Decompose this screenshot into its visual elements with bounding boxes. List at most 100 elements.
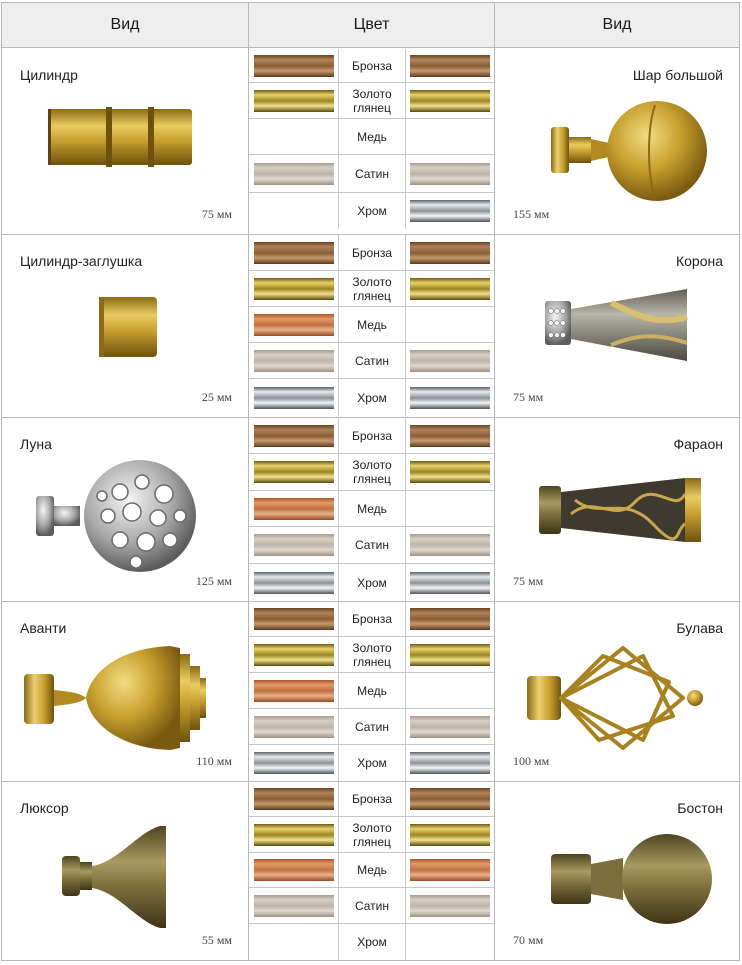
- swatch-left: [254, 679, 334, 702]
- swatch-right: [410, 680, 490, 702]
- color-option-row: Медь: [249, 119, 494, 155]
- product-size: 75 мм: [513, 574, 544, 588]
- swatch-right: [410, 571, 490, 594]
- swatch-left: [254, 571, 334, 594]
- swatch-left: [254, 752, 334, 774]
- row-divider: [2, 781, 739, 782]
- swatch-left: [254, 126, 334, 148]
- color-label: Бронза: [338, 782, 406, 816]
- swatch-right: [410, 424, 490, 447]
- swatch-right: [410, 200, 490, 222]
- color-option-row: Медь: [249, 491, 494, 527]
- color-option-row: Сатин: [249, 709, 494, 745]
- product-size: 55 мм: [201, 933, 232, 947]
- color-label: Бронза: [338, 602, 406, 636]
- swatch-right: [410, 643, 490, 666]
- swatch-right: [410, 498, 490, 520]
- swatch-left: [254, 894, 334, 917]
- row-divider: [2, 234, 739, 235]
- swatch-left: [254, 788, 334, 810]
- swatch-right: [410, 386, 490, 409]
- avanti-finial-icon: [24, 646, 206, 750]
- swatch-left: [254, 277, 334, 300]
- swatch-right: [410, 162, 490, 185]
- color-label: Хром: [338, 564, 406, 601]
- product-size: 70 мм: [513, 933, 544, 947]
- header-view-right: Вид: [495, 3, 739, 48]
- color-label: Золото глянец: [338, 271, 406, 306]
- swatch-left: [254, 534, 334, 556]
- color-label: Сатин: [338, 709, 406, 744]
- color-label: Золото глянец: [338, 817, 406, 852]
- swatch-right: [410, 534, 490, 556]
- color-option-row: Хром: [249, 193, 494, 229]
- color-label: Сатин: [338, 343, 406, 378]
- color-label: Золото глянец: [338, 83, 406, 118]
- product-cell-right: Фараон 75 мм: [495, 418, 739, 601]
- product-name: Корона: [675, 253, 723, 269]
- swatch-right: [410, 461, 490, 483]
- swatch-right: [410, 894, 490, 917]
- color-option-row: Хром: [249, 379, 494, 416]
- column-divider: [248, 3, 249, 960]
- color-option-row: Золото глянец: [249, 271, 494, 307]
- swatch-left: [254, 313, 334, 336]
- color-option-row: Бронза: [249, 49, 494, 83]
- swatch-right: [410, 823, 490, 846]
- color-label: Сатин: [338, 888, 406, 923]
- color-option-row: Бронза: [249, 235, 494, 271]
- product-name: Цилиндр-заглушка: [20, 253, 143, 269]
- swatch-left: [254, 54, 334, 77]
- color-option-row: Сатин: [249, 343, 494, 379]
- boston-finial-icon: [551, 834, 712, 924]
- large-ball-finial-icon: [551, 101, 707, 201]
- color-option-row: Сатин: [249, 527, 494, 564]
- color-option-row: Медь: [249, 853, 494, 888]
- product-cell-right: Корона 75 мм: [495, 235, 739, 417]
- color-option-row: Сатин: [249, 888, 494, 924]
- swatch-left: [254, 715, 334, 738]
- color-option-row: Хром: [249, 924, 494, 960]
- swatch-right: [410, 752, 490, 774]
- product-size: 125 мм: [195, 574, 232, 588]
- product-size: 75 мм: [513, 390, 544, 404]
- color-label: Хром: [338, 745, 406, 781]
- swatch-left: [254, 643, 334, 666]
- swatch-right: [410, 788, 490, 810]
- product-name: Фараон: [673, 436, 723, 452]
- color-label: Бронза: [338, 235, 406, 270]
- swatch-right: [410, 859, 490, 881]
- pharaoh-finial-icon: [539, 478, 701, 542]
- product-size: 75 мм: [201, 207, 232, 221]
- swatch-right: [410, 241, 490, 264]
- header-view-left: Вид: [2, 3, 248, 48]
- color-label: Медь: [338, 491, 406, 526]
- swatch-left: [254, 162, 334, 185]
- swatch-left: [254, 89, 334, 112]
- color-option-row: Бронза: [249, 782, 494, 817]
- product-size: 100 мм: [513, 754, 550, 768]
- color-option-row: Хром: [249, 564, 494, 601]
- row-divider: [2, 417, 739, 418]
- swatch-right: [410, 54, 490, 77]
- color-label: Медь: [338, 673, 406, 708]
- product-name: Аванти: [20, 620, 67, 636]
- crown-finial-icon: [545, 289, 688, 361]
- color-label: Хром: [338, 379, 406, 416]
- color-option-row: Хром: [249, 745, 494, 781]
- swatch-right: [410, 314, 490, 336]
